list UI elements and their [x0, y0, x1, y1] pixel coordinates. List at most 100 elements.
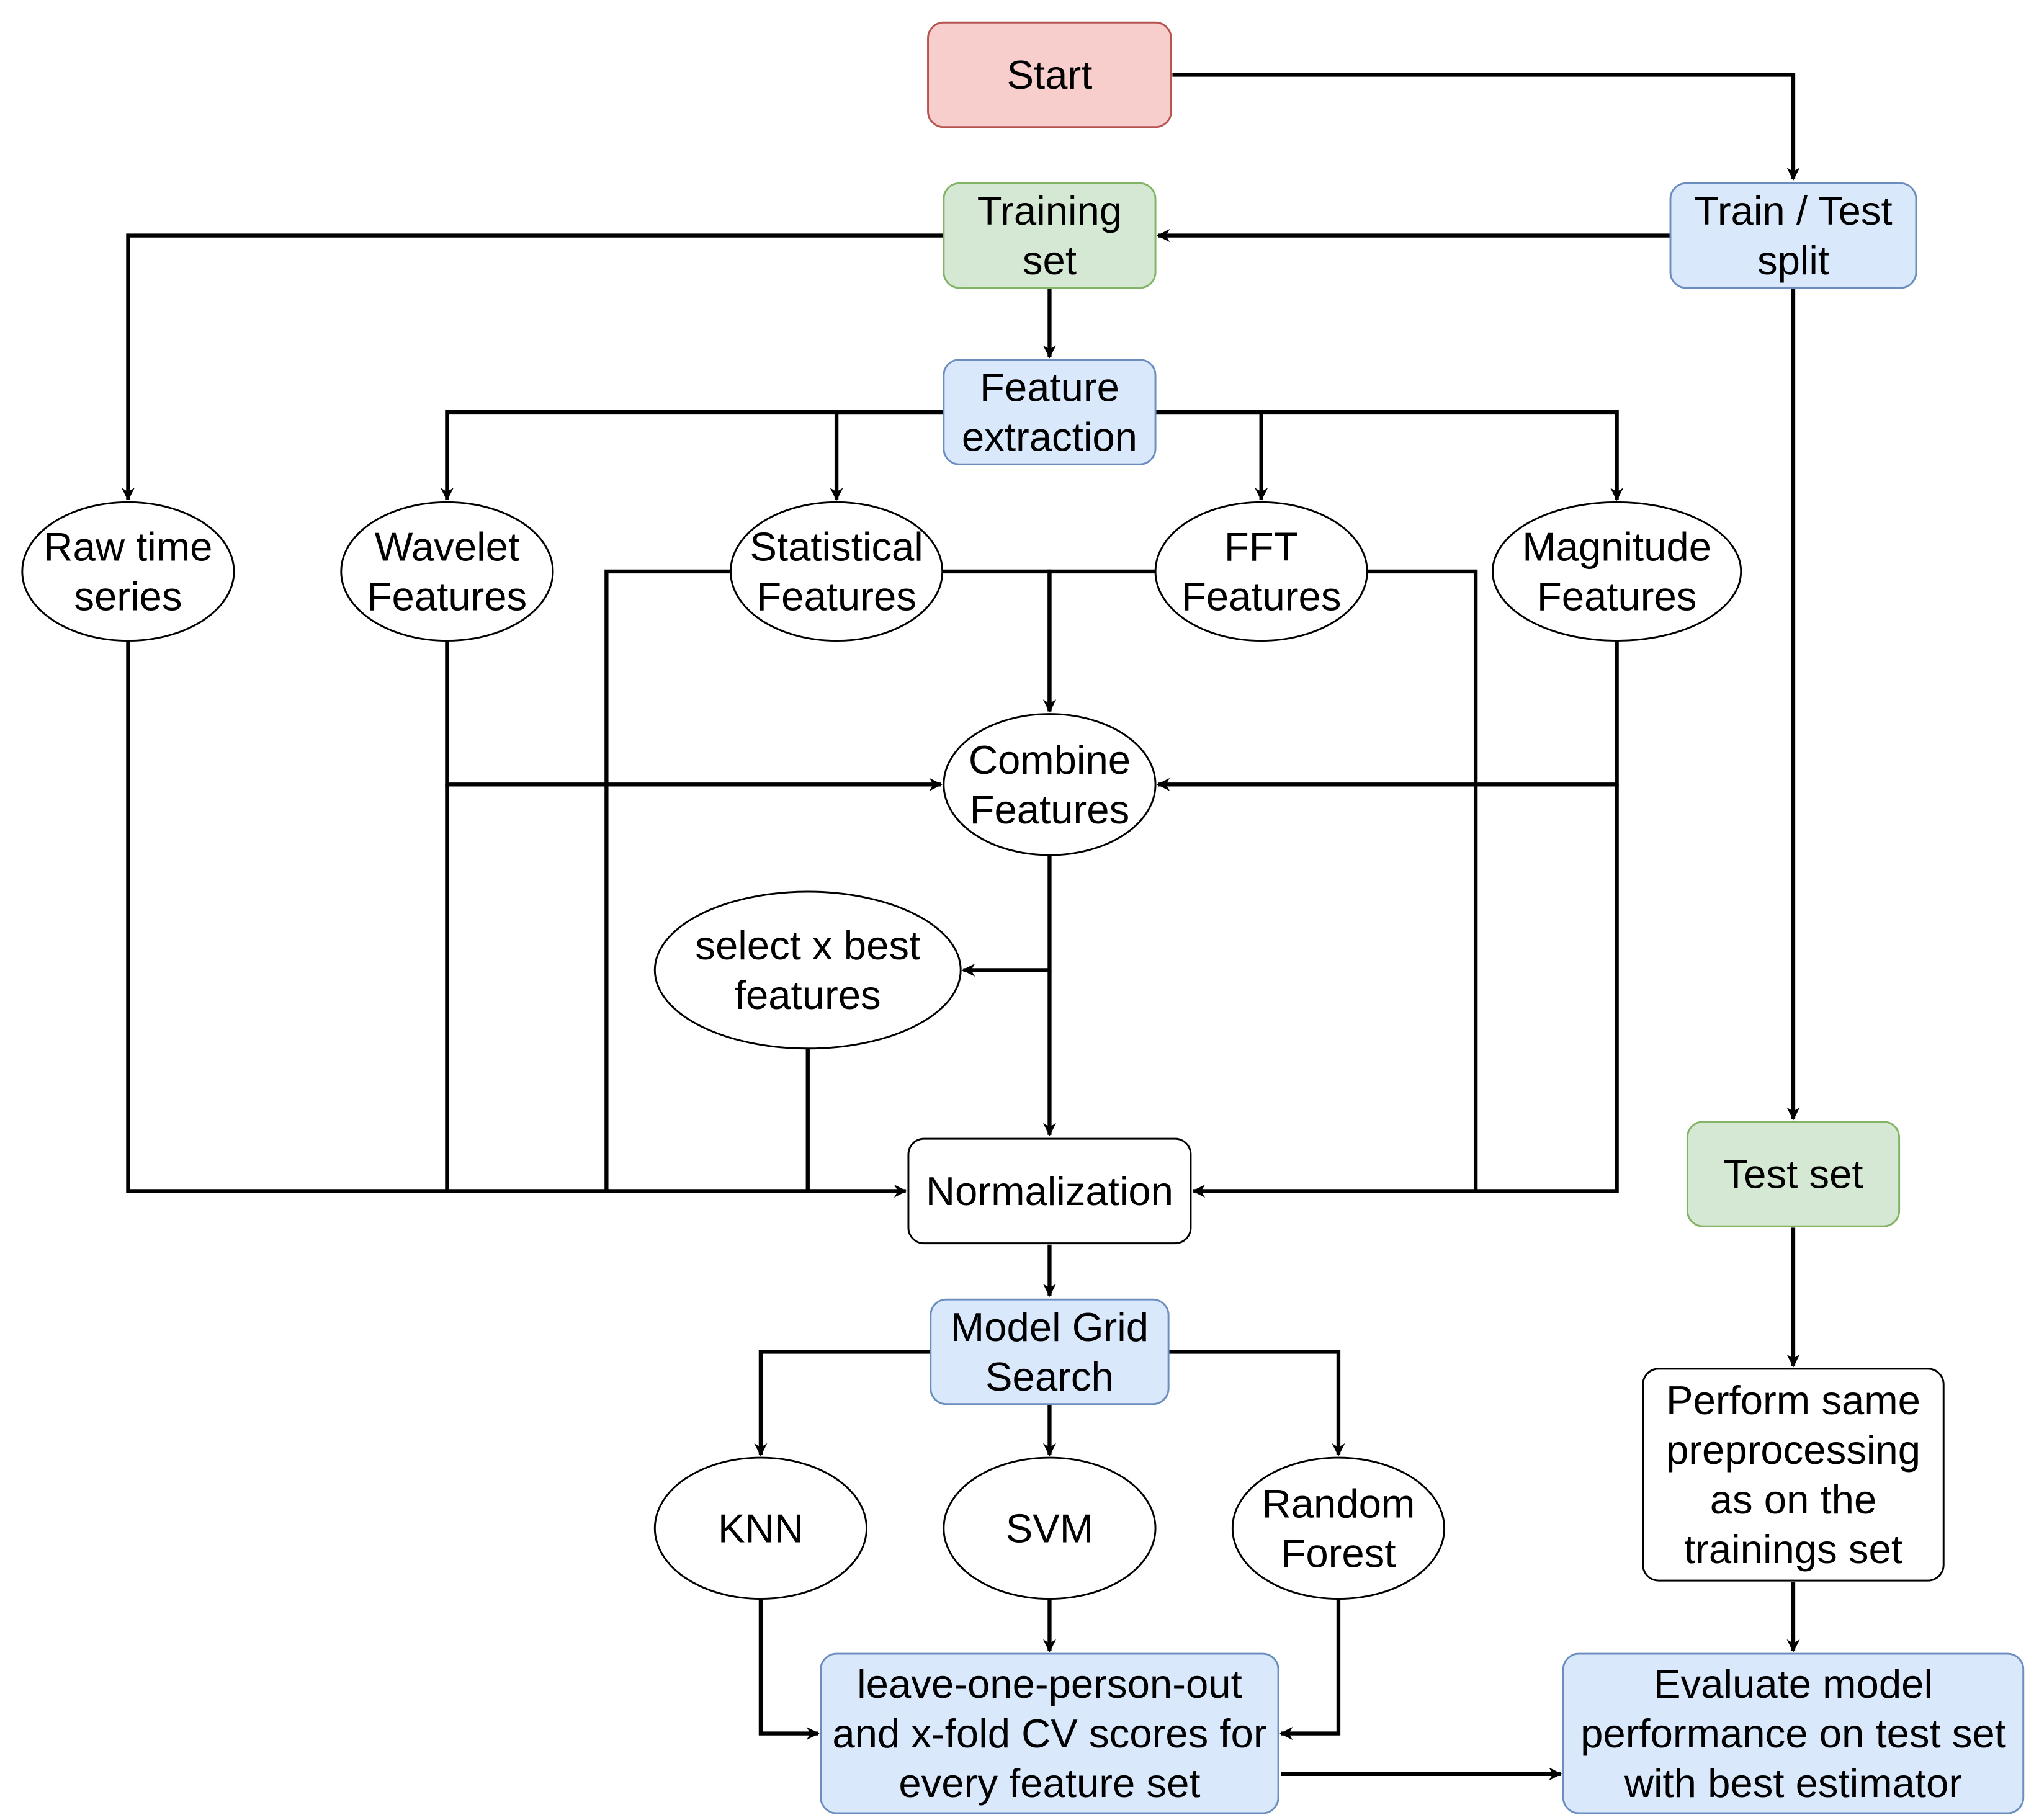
- arrow-wavelet-features-to-combine-features: [445, 640, 943, 791]
- magnitude-features-shape: [1492, 501, 1742, 642]
- svm-node: SVM: [943, 1456, 1157, 1600]
- feature-extraction-label: extraction: [962, 414, 1137, 459]
- test-set-node: Test set: [1686, 1121, 1901, 1227]
- start-label: Start: [1007, 52, 1093, 97]
- knn-label: KNN: [718, 1505, 804, 1551]
- training-set-node: Training set: [943, 182, 1157, 289]
- raw-time-series-shape: [21, 501, 235, 642]
- cv-scores-label: and x-fold CV scores for: [832, 1711, 1266, 1756]
- evaluate-model-label: with best estimator: [1624, 1760, 1962, 1806]
- start-shape: [927, 21, 1172, 128]
- training-set-shape: [943, 182, 1157, 289]
- perform-preprocessing-shape: [1642, 1368, 1945, 1582]
- arrow-magnitude-features-to-combine-features: [1157, 640, 1619, 791]
- select-best-label: select x best: [695, 923, 920, 968]
- cv-scores-label: leave-one-person-out: [857, 1661, 1242, 1706]
- train-test-split-node: Train / Test split: [1669, 182, 1917, 289]
- arrow-magnitude-features-to-normalization: [1192, 784, 1619, 1198]
- test-set-shape: [1686, 1121, 1901, 1227]
- statistical-features-label: Features: [756, 573, 916, 619]
- magnitude-features-label: Features: [1537, 573, 1697, 619]
- cv-scores-shape: [820, 1652, 1279, 1814]
- perform-preprocessing-label: trainings set: [1684, 1526, 1902, 1572]
- model-grid-search-shape: [930, 1298, 1170, 1405]
- fft-features-label: FFT: [1224, 524, 1299, 569]
- arrow-training-set-to-raw-time-series: [121, 233, 944, 501]
- arrow-raw-time-series-to-normalization: [126, 640, 907, 1198]
- arrow-statistical-features-to-normalization: [604, 569, 731, 1191]
- random-forest-label: Forest: [1281, 1530, 1396, 1576]
- normalization-label: Normalization: [926, 1168, 1173, 1214]
- arrow-model-grid-search-to-knn: [754, 1350, 931, 1456]
- combine-features-shape: [943, 713, 1157, 856]
- train-test-split-label: split: [1757, 238, 1829, 283]
- random-forest-shape: [1231, 1456, 1446, 1600]
- knn-node: KNN: [653, 1456, 868, 1600]
- start-node: Start: [927, 21, 1172, 128]
- raw-time-series-label: series: [74, 573, 182, 619]
- feature-extraction-shape: [943, 359, 1157, 465]
- arrow-feature-extraction-to-magnitude-features: [1155, 410, 1624, 501]
- evaluate-model-node: Evaluate model performance on test setwit…: [1562, 1652, 2025, 1814]
- arrow-knn-to-cv-scores: [758, 1598, 820, 1741]
- statistical-features-shape: [730, 501, 944, 642]
- arrow-feature-extraction-to-statistical-features: [830, 410, 944, 501]
- arrow-feature-extraction-to-wavelet-features: [440, 410, 944, 501]
- train-test-split-label: Train / Test: [1694, 188, 1892, 233]
- select-best-label: features: [735, 972, 881, 1018]
- wavelet-features-label: Features: [367, 573, 527, 619]
- model-grid-search-label: Model Grid: [951, 1304, 1149, 1350]
- arrow-combine-features-to-select-best: [962, 855, 1052, 977]
- connector-layer: [121, 73, 1800, 1781]
- combine-features-label: Features: [970, 787, 1130, 832]
- fft-features-shape: [1154, 501, 1368, 642]
- arrow-start-to-train-test-split: [1172, 73, 1800, 181]
- wavelet-features-label: Wavelet: [375, 524, 519, 569]
- model-grid-search-label: Search: [985, 1354, 1114, 1399]
- fft-features-label: Features: [1181, 573, 1342, 619]
- evaluate-model-label: Evaluate model: [1654, 1661, 1933, 1706]
- arrow-fft-features-to-combine-features: [1042, 569, 1156, 713]
- raw-time-series-label: Raw time: [43, 524, 212, 569]
- train-test-split-shape: [1669, 182, 1917, 289]
- evaluate-model-shape: [1562, 1652, 2025, 1814]
- arrow-random-forest-to-cv-scores: [1279, 1598, 1341, 1741]
- arrow-model-grid-search-to-random-forest: [1168, 1350, 1345, 1456]
- test-set-label: Test set: [1724, 1151, 1863, 1196]
- svm-shape: [943, 1456, 1157, 1600]
- select-best-shape: [653, 890, 962, 1050]
- arrow-feature-extraction-to-fft-features: [1155, 410, 1268, 501]
- arrow-statistical-features-to-combine-features: [942, 569, 1056, 713]
- wavelet-features-shape: [340, 501, 554, 642]
- random-forest-label: Random: [1262, 1481, 1415, 1526]
- magnitude-features-label: Magnitude: [1522, 524, 1711, 569]
- statistical-features-label: Statistical: [750, 524, 923, 569]
- svm-label: SVM: [1006, 1505, 1093, 1551]
- knn-shape: [653, 1456, 868, 1600]
- normalization-shape: [907, 1137, 1192, 1245]
- combine-features-label: Combine: [969, 737, 1131, 782]
- cv-scores-node: leave-one-person-out and x-fold CV scores…: [820, 1652, 1279, 1814]
- arrow-fft-features-to-normalization: [1367, 569, 1478, 1191]
- perform-preprocessing-label: Perform same: [1666, 1378, 1920, 1423]
- evaluate-model-label: performance on test set: [1580, 1711, 2006, 1756]
- perform-preprocessing-label: as on the: [1710, 1477, 1877, 1522]
- training-set-label: set: [1023, 238, 1077, 283]
- training-set-label: Training: [977, 188, 1122, 233]
- feature-extraction-label: Feature: [980, 364, 1119, 410]
- perform-preprocessing-label: preprocessing: [1666, 1427, 1920, 1473]
- normalization-node: Normalization: [907, 1137, 1192, 1245]
